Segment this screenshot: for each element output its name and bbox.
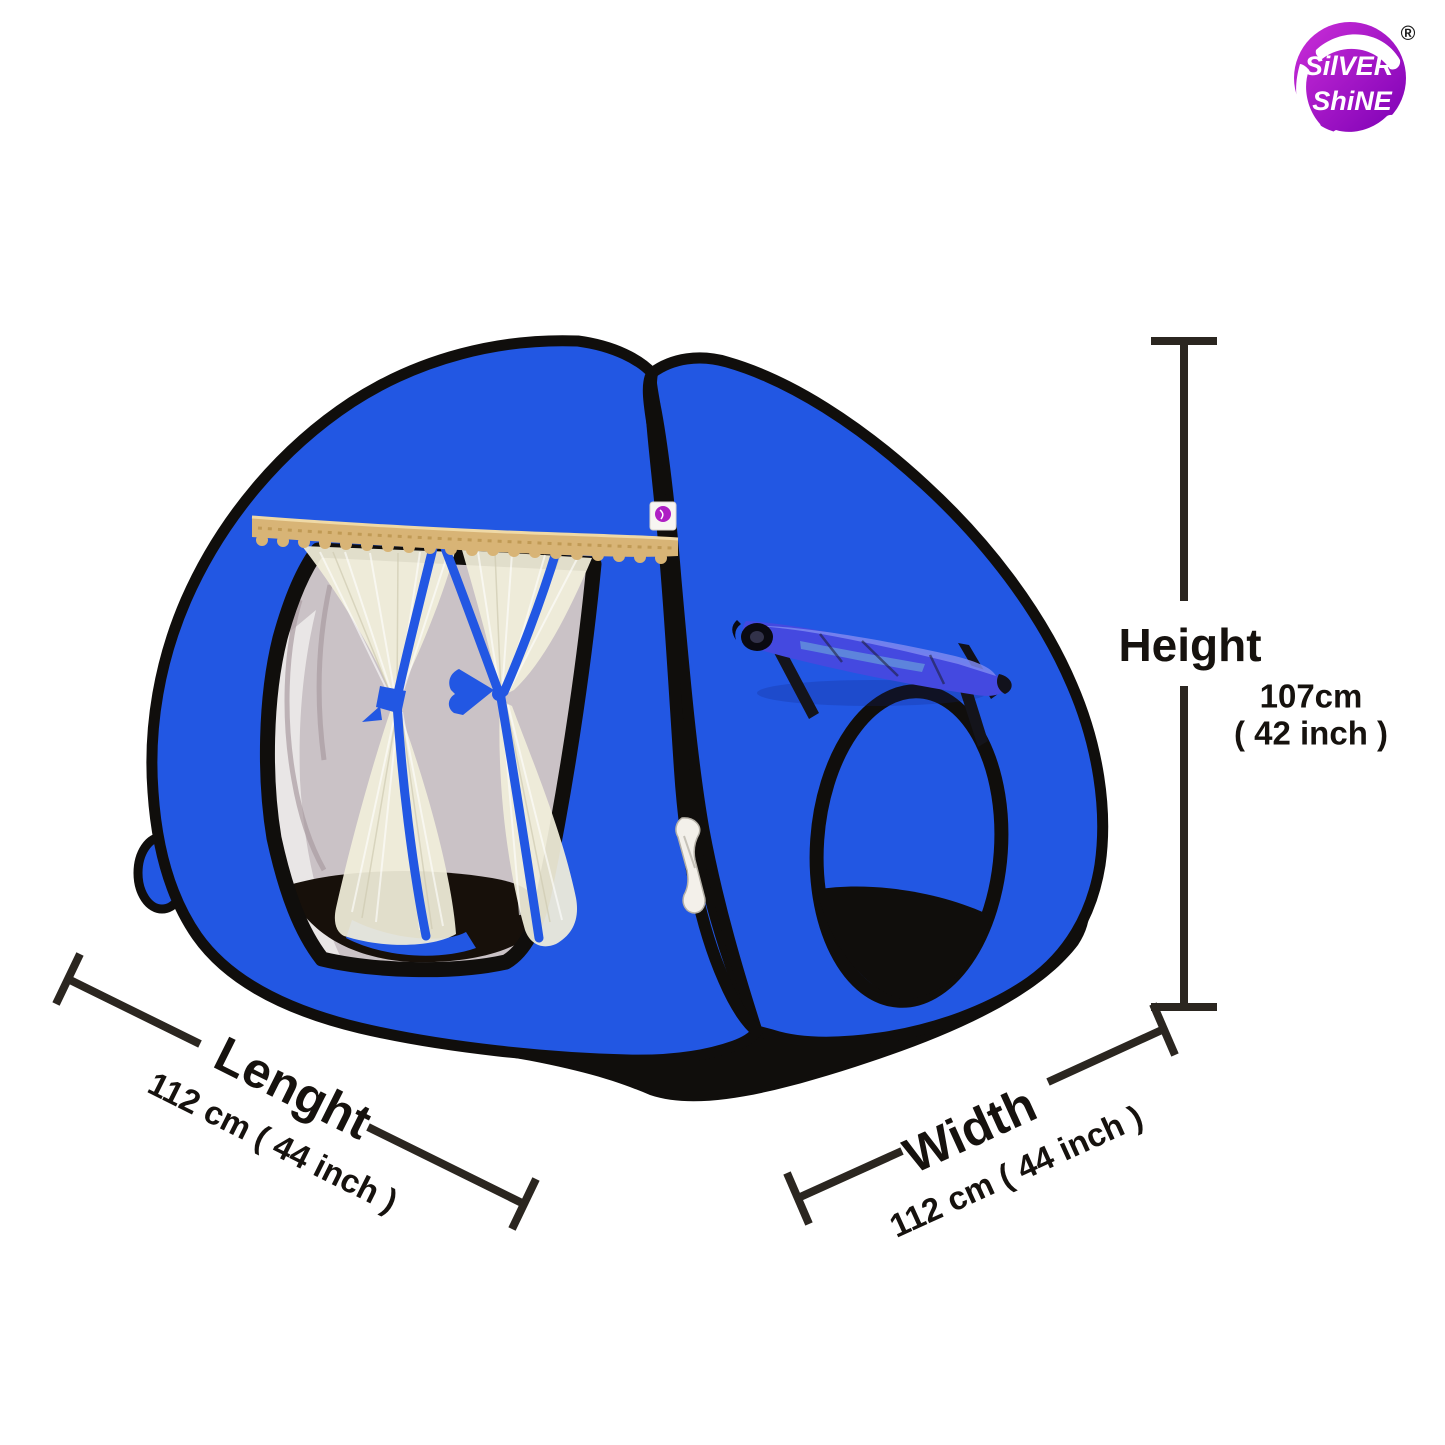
logo-text-line2: ShiNE — [1312, 86, 1393, 116]
curtain-left-upper — [302, 546, 455, 702]
curtain-tie-left-knot — [376, 686, 406, 714]
curtain-tie-right-bow — [448, 669, 494, 715]
valance-texture — [257, 526, 673, 550]
curtain-trim-right — [499, 544, 562, 697]
valance-top-highlight — [251, 515, 679, 541]
window-opening-shadow — [816, 886, 992, 1001]
width-line-left — [796, 1147, 904, 1202]
carry-bag-crease — [819, 633, 946, 685]
height-dimension-line — [1151, 337, 1217, 1011]
length-end-cap — [508, 1177, 540, 1231]
length-line-lower — [366, 1123, 526, 1208]
door-opening — [259, 542, 602, 978]
curtain-tie-right-knot — [492, 687, 506, 701]
door-frame — [259, 542, 602, 978]
height-value-cm: 107cm — [1259, 677, 1363, 715]
door-interior-fold — [284, 584, 333, 872]
width-line-right — [1046, 1025, 1166, 1086]
curtain-tie-left-tail — [362, 706, 382, 722]
hanging-strap — [675, 817, 706, 914]
valance-scallops — [256, 534, 667, 564]
brand-logo: SilVER ShiNE ® — [1286, 14, 1420, 144]
carry-bag-curl — [732, 620, 741, 640]
registered-mark: ® — [1401, 23, 1416, 45]
logo-swoosh-bottom — [1330, 114, 1399, 144]
curtain-trim-left-lower — [392, 699, 431, 941]
carry-bag-hook — [997, 674, 1012, 694]
curtain-trim-cross — [440, 543, 504, 698]
curtain-trim-right-lower — [496, 693, 544, 943]
length-line-upper — [66, 975, 202, 1048]
logo-swoosh-left — [1296, 64, 1322, 136]
carry-bag-strap-left — [772, 649, 819, 719]
carry-bag — [732, 620, 1012, 747]
logo-swoosh-top — [1315, 34, 1401, 70]
lace-valance — [251, 515, 679, 564]
valance-band — [252, 517, 678, 557]
curtain-trims — [392, 543, 562, 943]
curtain-trim-left — [392, 543, 438, 703]
carry-bag-endcap-inner — [750, 631, 764, 643]
height-label: Height — [1118, 619, 1262, 671]
side-window — [809, 684, 1009, 1008]
width-start-cap — [783, 1171, 813, 1226]
logo-text-line1: SilVER — [1305, 51, 1394, 81]
brand-tag — [649, 501, 677, 531]
width-dimension-line — [783, 1002, 1179, 1226]
width-end-cap — [1149, 1002, 1179, 1057]
length-dimension-line — [52, 952, 540, 1231]
height-value-inch: ( 42 inch ) — [1233, 714, 1389, 752]
tent-center-seam — [644, 367, 763, 1037]
